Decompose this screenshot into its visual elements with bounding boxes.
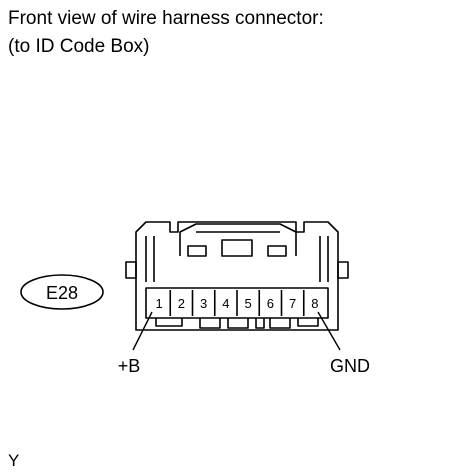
pin-number-2: 2 xyxy=(178,296,185,311)
diagram-title-line-2: (to ID Code Box) xyxy=(8,36,150,57)
pin-number-1: 1 xyxy=(156,296,163,311)
pin-number-6: 6 xyxy=(267,296,274,311)
right-latch xyxy=(337,261,349,279)
left-latch xyxy=(125,261,137,279)
locking-tab xyxy=(179,223,297,256)
connector-id-badge xyxy=(20,274,104,310)
pin-frame xyxy=(145,287,329,319)
pin-number-5: 5 xyxy=(245,296,252,311)
pin-label-gnd: GND xyxy=(330,356,370,376)
pin-number-3: 3 xyxy=(200,296,207,311)
diagram-title-line-1: Front view of wire harness connector: xyxy=(8,8,324,29)
leader-line-b xyxy=(132,311,153,351)
pin-number-8: 8 xyxy=(311,296,318,311)
leader-line-gnd xyxy=(317,311,341,351)
pin-label-plus-b: +B xyxy=(118,356,141,376)
figure-code: Y xyxy=(8,451,20,470)
pin-number-7: 7 xyxy=(289,296,296,311)
connector-id-text: E28 xyxy=(46,283,78,303)
pin-number-4: 4 xyxy=(222,296,229,311)
connector-body xyxy=(135,221,339,331)
